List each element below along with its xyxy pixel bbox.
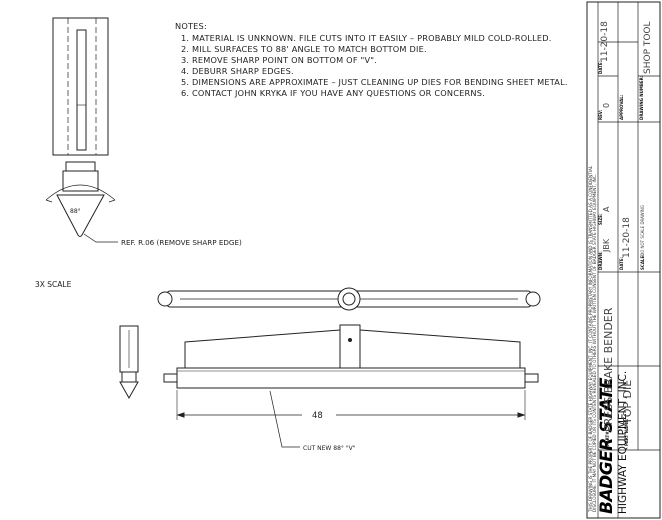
size-label: SIZE: bbox=[598, 213, 603, 225]
approval-label: APPROVAL: bbox=[619, 94, 624, 120]
note-item: 1. MATERIAL IS UNKNOWN. FILE CUTS INTO I… bbox=[181, 33, 552, 44]
cut-label: CUT NEW 88° "V" bbox=[303, 445, 356, 452]
title-block-frame bbox=[586, 1, 661, 519]
note-item: 3. REMOVE SHARP POINT ON BOTTOM OF "V". bbox=[181, 55, 378, 66]
end-view-small bbox=[119, 325, 139, 400]
note-item: 2. MILL SURFACES TO 88' ANGLE TO MATCH B… bbox=[181, 44, 427, 55]
drawing-number-label: DRAWING NUMBER: bbox=[639, 75, 644, 120]
size-value: A bbox=[602, 206, 611, 212]
rev-value: 0 bbox=[602, 102, 611, 108]
angle-label: 88° bbox=[70, 208, 81, 215]
part-number-value: PRESS BRAKE BENDER bbox=[602, 307, 615, 432]
note-item: 6. CONTACT JOHN KRYKA IF YOU HAVE ANY QU… bbox=[181, 88, 485, 99]
scale-field-label: SCALE: bbox=[640, 254, 645, 270]
end-view-enlarged bbox=[45, 17, 118, 243]
date-value: 11-20-18 bbox=[622, 217, 632, 258]
notes-block: NOTES: 1. MATERIAL IS UNKNOWN. FILE CUTS… bbox=[175, 21, 568, 99]
note-item: 5. DIMENSIONS ARE APPROXIMATE – JUST CLE… bbox=[181, 77, 568, 88]
notes-heading: NOTES: bbox=[175, 21, 207, 31]
drawn-label: DRAWN: bbox=[598, 251, 603, 270]
ref-label: REF. R.06 (REMOVE SHARP EDGE) bbox=[121, 238, 242, 247]
scale-label: 3X SCALE bbox=[35, 280, 72, 289]
date-label: DATE: bbox=[619, 256, 624, 270]
note-item: 4. DEBURR SHARP EDGES. bbox=[181, 66, 294, 77]
part-number-label: PART#: bbox=[605, 429, 610, 446]
scale-field-value: DO NOT SCALE DRAWING bbox=[640, 205, 645, 256]
rev-label: REV: bbox=[598, 109, 603, 120]
length-dimension: 48 bbox=[312, 411, 323, 421]
drawn-value: JBK bbox=[602, 238, 611, 252]
date2-label: DATE: bbox=[598, 60, 603, 74]
top-view bbox=[157, 287, 541, 311]
part-name-value: TOP DIE bbox=[621, 379, 634, 424]
drawing-number-value: SHOP TOOL bbox=[643, 21, 653, 74]
front-view bbox=[163, 324, 539, 448]
date2-value: 11-20-18 bbox=[600, 21, 610, 62]
